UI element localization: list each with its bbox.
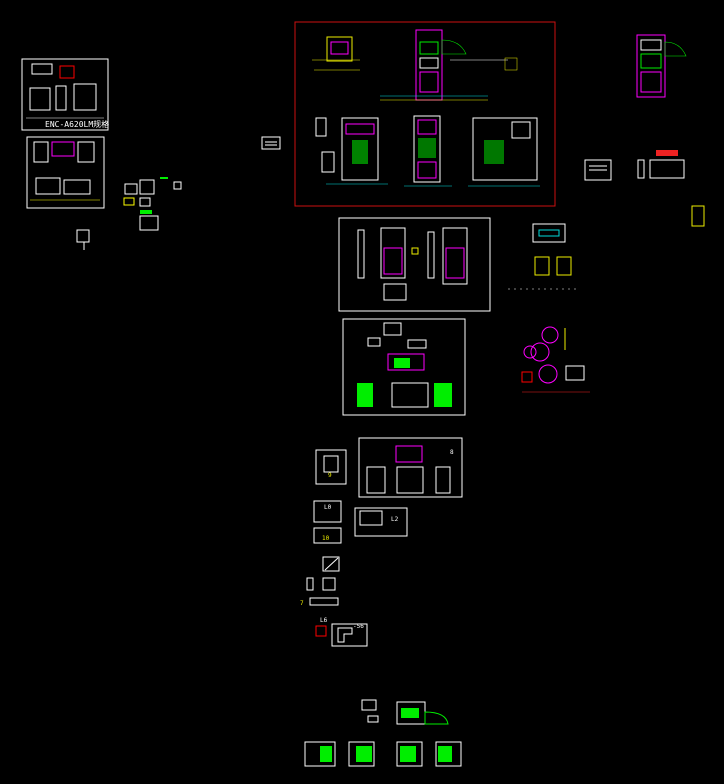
title-block-label: ENC-A620LM规格 [45,120,110,129]
main-assembly-frame [294,21,556,207]
view-9 [315,449,347,485]
fixture-detail-right [637,150,705,227]
detail-cluster-left [76,177,182,250]
controller-schematic [508,223,580,290]
view-label-l6: L6 [320,617,328,624]
view-7-stack [306,556,340,606]
spindle-gear-detail [521,326,590,393]
view-label-10: 10 [322,535,330,542]
view-l6 [315,623,368,647]
sheet-frame-title [21,58,109,131]
sheet-frame-layout [26,136,105,209]
view-label-7: 7 [300,600,304,607]
bottom-detail-row [304,699,462,767]
view-label-8: 8 [450,449,454,456]
view-label-l2: L2 [391,516,399,523]
sheet-front-side-views [338,217,491,312]
sheet-component-details [342,318,466,416]
sheet-panel-layout [358,437,463,498]
right-machine-elevation [636,34,687,98]
notes-box-right [584,159,612,181]
view-label-l0: L0 [324,504,332,511]
view-l2 [354,507,408,537]
legend-box [261,136,281,150]
view-l0 [313,500,342,544]
view-label-9: 9 [328,472,332,479]
view-label-56: -56 [353,623,364,630]
